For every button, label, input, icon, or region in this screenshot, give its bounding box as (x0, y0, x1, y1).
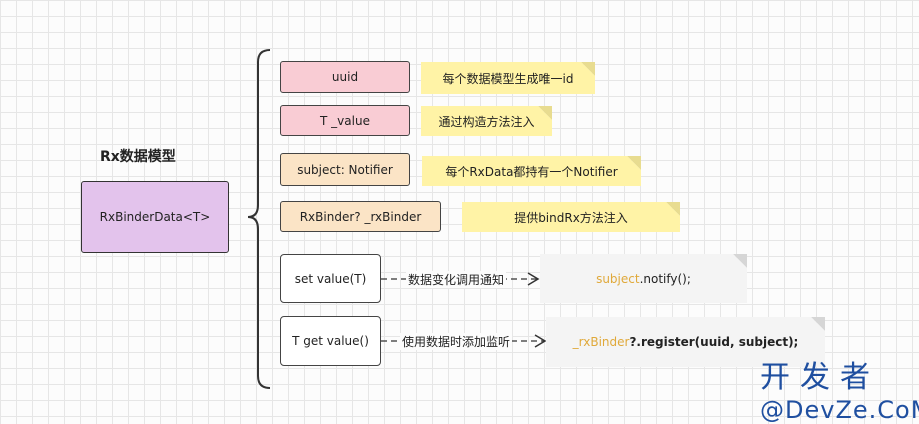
code-note-set: subject.notify(); (540, 254, 747, 303)
diagram-title: Rx数据模型 (100, 149, 176, 165)
note-subject: 每个RxData都持有一个Notifier (422, 156, 641, 186)
watermark-en: @DevZe.CoM (760, 396, 919, 424)
method-node-get: T get value() (280, 316, 381, 366)
note-value: 通过构造方法注入 (421, 106, 552, 136)
field-node-value: T _value (280, 105, 410, 136)
field-node-uuid: uuid (280, 61, 410, 93)
method-node-set: set value(T) (280, 254, 381, 303)
watermark-cn: 开发者 (760, 360, 880, 395)
curly-brace (247, 49, 271, 389)
code-highlight: subject (596, 271, 640, 286)
flow-arrowhead-set (527, 272, 540, 286)
flow-label-get: 使用数据时添加监听 (400, 333, 513, 350)
field-node-rxbinder: RxBinder? _rxBinder (280, 201, 441, 232)
note-rxbinder: 提供bindRx方法注入 (462, 202, 680, 232)
main-class-node: RxBinderData<T> (81, 181, 229, 253)
code-text: .notify(); (639, 271, 691, 286)
code-note-get: _rxBinder?.register(uuid, subject); (546, 317, 825, 367)
field-node-subject: subject: Notifier (280, 153, 410, 186)
note-uuid: 每个数据模型生成唯一id (421, 62, 595, 94)
code-highlight: _rxBinder (572, 335, 630, 349)
watermark: 开发者 @DevZe.CoM (760, 352, 919, 424)
flow-label-set: 数据变化调用通知 (406, 271, 507, 288)
flow-arrowhead-get (534, 334, 547, 348)
code-text: ?.register(uuid, subject); (629, 335, 799, 349)
